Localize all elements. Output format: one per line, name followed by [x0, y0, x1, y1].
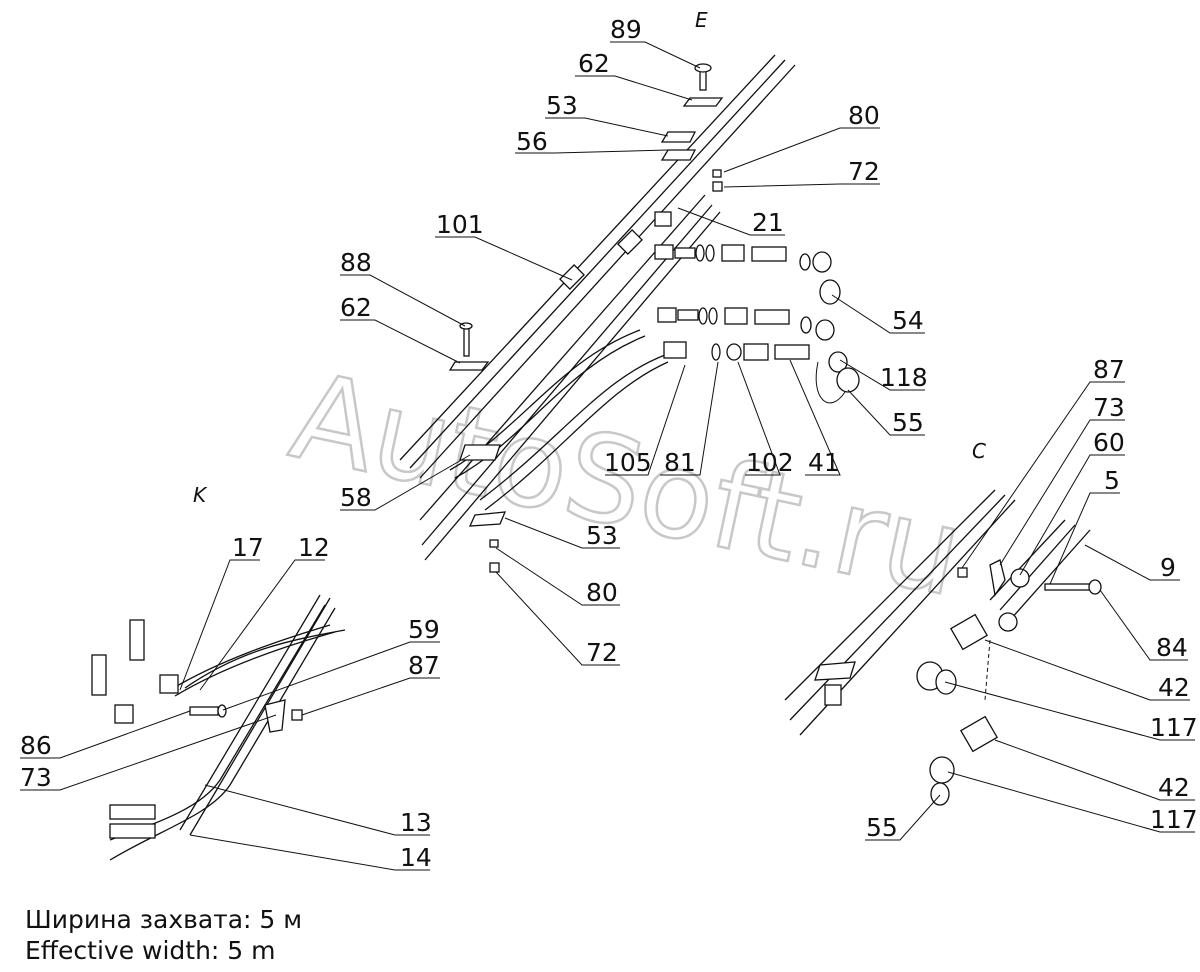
leader-lines: [20, 41, 1195, 871]
callout-c-84: 84: [1156, 633, 1188, 662]
callout-e-89: 89: [610, 15, 642, 44]
callout-e-21: 21: [752, 208, 784, 237]
callout-k-87: 87: [408, 651, 440, 680]
callout-e-41: 41: [808, 448, 840, 477]
callout-c-42-lower: 42: [1158, 773, 1190, 802]
callout-e-118: 118: [880, 363, 928, 392]
callout-e-105: 105: [604, 448, 652, 477]
callout-c-73: 73: [1093, 393, 1125, 422]
view-k-drawing: [91, 594, 346, 861]
watermark: AutoSoft.ru: [280, 347, 973, 624]
callout-e-80-lower: 80: [586, 578, 618, 607]
callout-e-72: 72: [848, 157, 880, 186]
view-letter-k: K: [193, 483, 208, 507]
callout-c-60: 60: [1093, 428, 1125, 457]
callout-e-55: 55: [892, 408, 924, 437]
callout-e-102: 102: [746, 448, 794, 477]
view-letter-c: C: [972, 439, 986, 463]
callout-e-62-lower: 62: [340, 293, 372, 322]
callout-e-88: 88: [340, 248, 372, 277]
callout-c-117-lower: 117: [1150, 805, 1198, 834]
callout-c-5: 5: [1104, 466, 1120, 495]
callout-k-73: 73: [20, 763, 52, 792]
callout-e-62: 62: [578, 49, 610, 78]
callout-e-80: 80: [848, 101, 880, 130]
callout-e-81: 81: [664, 448, 696, 477]
callout-e-72-lower: 72: [586, 638, 618, 667]
callout-e-54: 54: [892, 306, 924, 335]
callout-k-12: 12: [298, 533, 330, 562]
callout-c-9: 9: [1160, 553, 1176, 582]
view-e-drawing: [399, 54, 860, 573]
callout-k-86: 86: [20, 731, 52, 760]
callout-e-53: 53: [546, 91, 578, 120]
view-c-drawing: [784, 489, 1102, 806]
callout-c-42: 42: [1158, 673, 1190, 702]
callout-k-17: 17: [232, 533, 264, 562]
callout-c-117: 117: [1150, 713, 1198, 742]
callout-e-56: 56: [516, 127, 548, 156]
callout-e-53-lower: 53: [586, 521, 618, 550]
callout-e-58: 58: [340, 483, 372, 512]
caption-russian: Ширина захвата: 5 м: [25, 905, 303, 934]
callout-k-13: 13: [400, 808, 432, 837]
callout-k-14: 14: [400, 843, 432, 872]
callout-c-55: 55: [866, 813, 898, 842]
view-letter-e: E: [695, 8, 708, 32]
caption-english: Effective width: 5 m: [25, 936, 276, 965]
callout-k-59: 59: [408, 615, 440, 644]
callout-c-87: 87: [1093, 355, 1125, 384]
callout-e-101: 101: [436, 210, 484, 239]
